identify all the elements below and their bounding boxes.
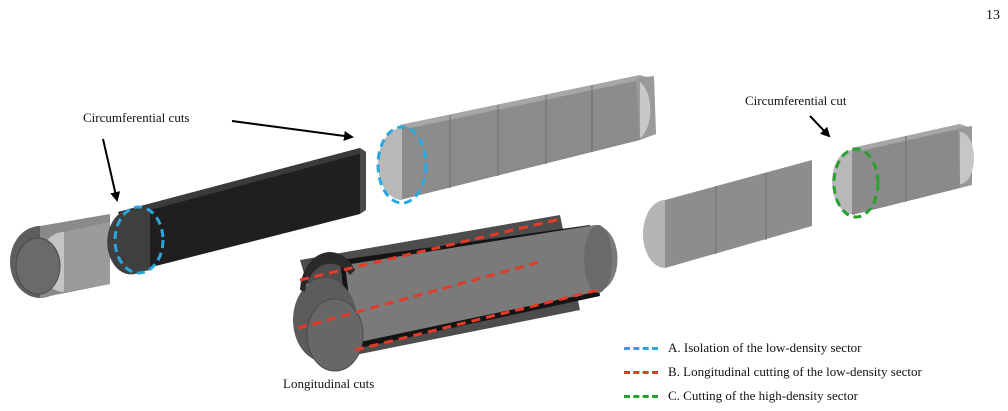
- low-density-segment: [107, 148, 366, 275]
- top-gray-segment: [378, 75, 656, 200]
- label-circumferential-cuts: Circumferential cuts: [83, 110, 190, 125]
- cut-c-ring: [832, 147, 880, 219]
- cut-a-ring-right: [376, 125, 428, 205]
- left-end-cap: [10, 214, 110, 298]
- legend-text-a: A. Isolation of the low-density sector: [668, 340, 862, 355]
- legend-swatch-a: [624, 346, 658, 350]
- label-circumferential-cut: Circumferential cut: [745, 93, 847, 108]
- legend-item-c: C. Cutting of the high-density sector: [624, 384, 922, 408]
- cut-b-line-middle: [297, 260, 541, 330]
- arrow-to-circumferential-cut: [809, 115, 831, 138]
- page-number: 13: [986, 8, 1000, 23]
- high-density-segment-left: [643, 160, 812, 268]
- legend-swatch-b: [624, 370, 658, 374]
- legend: A. Isolation of the low-density sector B…: [624, 336, 922, 408]
- arrow-to-left-cut: [102, 138, 121, 202]
- legend-text-c: C. Cutting of the high-density sector: [668, 388, 858, 403]
- legend-text-b: B. Longitudinal cutting of the low-densi…: [668, 364, 922, 379]
- high-density-segment-right: [832, 124, 974, 215]
- cut-a-ring-left: [113, 205, 165, 275]
- label-longitudinal-cuts: Longitudinal cuts: [283, 376, 375, 391]
- legend-item-a: A. Isolation of the low-density sector: [624, 336, 922, 360]
- legend-swatch-c: [624, 394, 658, 398]
- cut-b-line-bottom: [354, 288, 599, 352]
- legend-item-b: B. Longitudinal cutting of the low-densi…: [624, 360, 922, 384]
- arrow-to-right-cut: [231, 120, 354, 141]
- longitudinal-cylinder: [293, 215, 618, 372]
